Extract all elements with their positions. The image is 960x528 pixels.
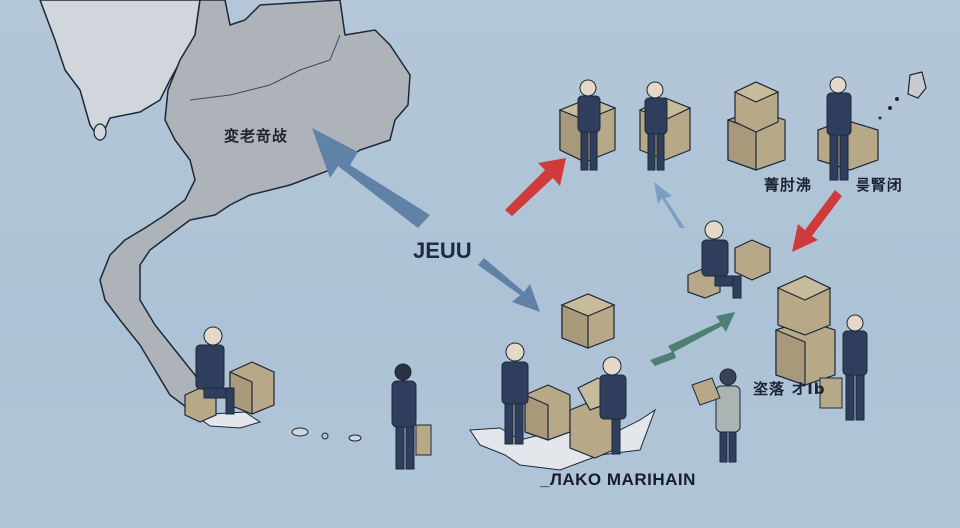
red-arrow-down-icon xyxy=(792,190,842,252)
box-stack-top-right-icon xyxy=(727,81,879,171)
map-region-label: 変老竒敁 xyxy=(224,127,289,145)
bottom-label: _ЛAKO MARIHAIN xyxy=(540,470,696,489)
light-blue-arrow-up-icon xyxy=(654,182,685,228)
box-seated-right-icon xyxy=(687,239,771,299)
blue-arrow-to-center-icon xyxy=(478,258,540,312)
box-left-icon xyxy=(184,361,275,423)
blue-arrow-to-map-icon xyxy=(312,128,430,228)
top-right-left-label: 菁肘沸 xyxy=(764,176,813,194)
landmass-main xyxy=(99,0,411,411)
right-middle-label: 垐落 オIb xyxy=(753,380,826,398)
box-center-icon xyxy=(560,293,616,349)
box-stack-right-icon xyxy=(775,275,836,386)
red-arrow-up-icon xyxy=(505,158,566,216)
center-label: JEUU xyxy=(413,238,472,263)
businessman-figures xyxy=(195,76,868,470)
green-double-arrow-icon xyxy=(650,312,735,366)
top-right-right-label: 릊腎闭 xyxy=(856,176,903,194)
